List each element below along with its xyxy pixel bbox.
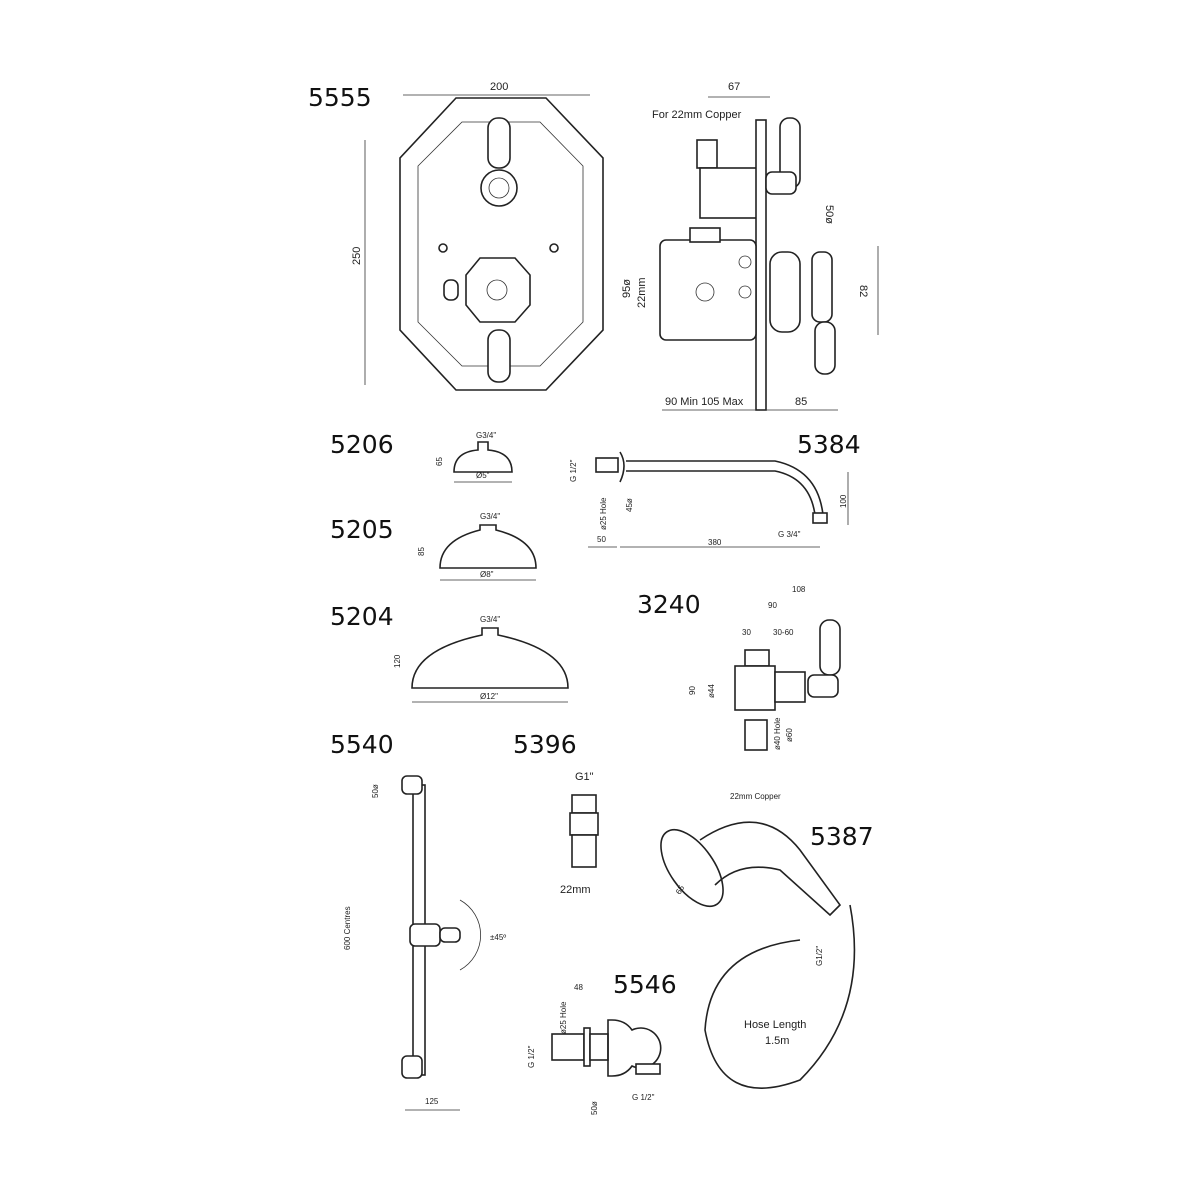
product-5396: 5396 G1" 22mm	[513, 730, 599, 896]
product-5384: 5384 G 1/2" ø25 Hole 45ø 100 50 380 G 3/…	[569, 430, 861, 548]
wall-plate	[755, 119, 767, 411]
centres-5540: 600 Centres	[343, 906, 352, 950]
product-code-5555: 5555	[308, 83, 372, 112]
product-code-5204: 5204	[330, 602, 394, 631]
dim-50: 50ø	[823, 205, 835, 224]
product-5555-side-view: 67 For 22mm Copper 50ø 95ø 22mm 82 90 Mi…	[621, 81, 879, 411]
dim-h90-3240: 90	[688, 686, 697, 695]
dim-dia-5204: Ø12"	[480, 692, 498, 701]
dim-67: 67	[728, 81, 740, 93]
product-3240: 3240 108 90 30 30-60 90 ø44 ø40 Hole ø60…	[637, 585, 841, 801]
dim-125: 125	[425, 1097, 439, 1106]
product-5387: 5387 65 G1/2" Hose Length 1.5m	[660, 821, 874, 1089]
dim-45-5384: 45ø	[625, 498, 634, 512]
product-code-5396: 5396	[513, 730, 577, 759]
dim-90-3240: 90	[768, 601, 777, 610]
dim-dia-5206: Ø5"	[476, 471, 490, 480]
product-5555-front-view: 5555 200 250	[308, 81, 604, 391]
dim-dia-5205: Ø8"	[480, 570, 494, 579]
product-5204: 5204 G3/4" 120 Ø12"	[330, 602, 569, 703]
product-code-5205: 5205	[330, 515, 394, 544]
dim-108: 108	[792, 585, 806, 594]
dim-height-5555: 250	[351, 247, 363, 265]
product-5205: 5205 G3/4" 85 Ø8"	[330, 512, 537, 581]
product-code-5387: 5387	[810, 822, 874, 851]
hole-5384: ø25 Hole	[599, 497, 608, 530]
product-code-5206: 5206	[330, 430, 394, 459]
dim-95: 95ø	[621, 279, 633, 298]
upper-lever-handle	[487, 117, 511, 169]
product-5540: 5540 50ø 600 Centres ±45º 125	[330, 730, 506, 1111]
copper-3240: 22mm Copper	[730, 792, 781, 801]
dim-depth: 90 Min 105 Max	[665, 396, 744, 408]
dim-50-5384: 50	[597, 535, 606, 544]
thread-in-5546: G 1/2"	[527, 1045, 536, 1068]
lower-lever-handle	[487, 329, 511, 383]
dim-85: 85	[795, 396, 807, 408]
dim-height-5204: 120	[393, 654, 402, 668]
dim-height-5206: 65	[435, 457, 444, 466]
thread-5205: G3/4"	[480, 512, 500, 521]
dim-height-5205: 85	[417, 547, 426, 556]
dim-30: 30	[742, 628, 751, 637]
product-code-5384: 5384	[797, 430, 861, 459]
dim-100-5384: 100	[839, 494, 848, 508]
thread-out-5546: G 1/2"	[632, 1093, 655, 1102]
hose-length-value: 1.5m	[765, 1035, 789, 1047]
product-code-5540: 5540	[330, 730, 394, 759]
hole-5546: ø25 Hole	[559, 1001, 568, 1034]
dim-22mm: 22mm	[636, 277, 648, 308]
product-code-3240: 3240	[637, 590, 701, 619]
product-code-5546: 5546	[613, 970, 677, 999]
thread-5206: G3/4"	[476, 431, 496, 440]
thermostatic-dial	[465, 257, 531, 323]
dim-380-5384: 380	[708, 538, 722, 547]
dim-width-5555: 200	[490, 81, 508, 93]
product-5206: 5206 G3/4" 65 Ø5"	[330, 430, 513, 483]
dim-50-5546: 50ø	[590, 1101, 599, 1115]
dim-48: 48	[574, 983, 583, 992]
thread-in-5384: G 1/2"	[569, 459, 578, 482]
product-5546: 5546 48 ø25 Hole ø25 Hole G 1/2" 50ø G 1…	[527, 970, 677, 1115]
thread-out-5384: G 3/4"	[778, 530, 801, 539]
thread-5204: G3/4"	[480, 615, 500, 624]
dim-60: ø60	[785, 728, 794, 742]
hose-length-label: Hose Length	[744, 1019, 806, 1031]
size-5396: 22mm	[560, 884, 591, 896]
hole-3240: ø40 Hole	[773, 717, 782, 750]
thread-5387: G1/2"	[815, 946, 824, 966]
dim-44: ø44	[707, 684, 716, 698]
dim-82: 82	[857, 285, 869, 297]
thread-5396: G1"	[575, 771, 594, 783]
dim-50-5540: 50ø	[371, 784, 380, 798]
label-copper-5555: For 22mm Copper	[652, 109, 742, 121]
angle-5540: ±45º	[490, 933, 506, 942]
dim-30-60: 30-60	[773, 628, 794, 637]
